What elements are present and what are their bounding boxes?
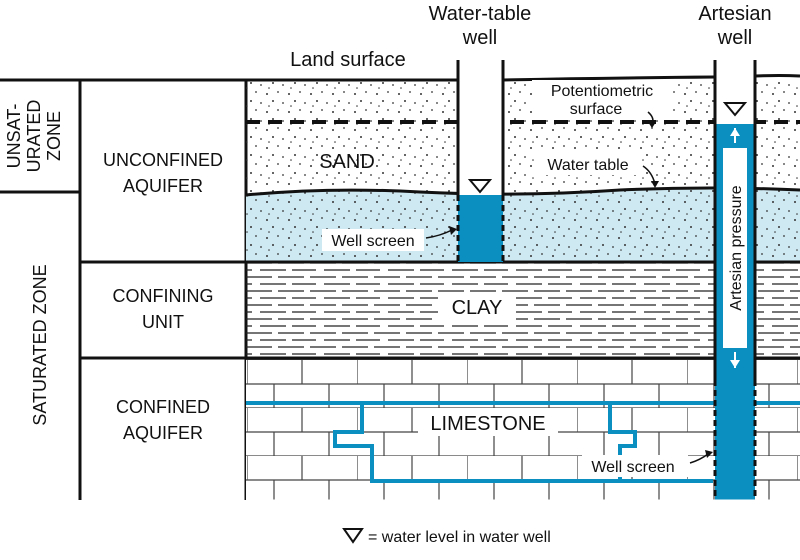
confining-label-2: UNIT: [142, 312, 184, 332]
unit-labels: UNCONFINED AQUIFER CONFINING UNIT CONFIN…: [103, 150, 223, 443]
water-table-well: [456, 60, 505, 262]
water-table-well-title-line2: well: [462, 27, 497, 49]
confining-label-1: CONFINING: [113, 286, 214, 306]
clay-layer: [246, 262, 800, 358]
unsaturated-zone-label: UNSAT- URATED ZONE: [4, 100, 64, 173]
confined-label-1: CONFINED: [116, 397, 210, 417]
legend-text: = water level in water well: [368, 529, 551, 546]
confined-label-2: AQUIFER: [123, 423, 203, 443]
land-surface-line: [0, 74, 800, 82]
water-table-line: [245, 186, 800, 197]
solution-channels: [246, 401, 800, 483]
limestone-label: LIMESTONE: [430, 413, 545, 435]
artesian-well: [713, 60, 757, 500]
potentiometric-label-1: Potentiometric: [551, 83, 653, 100]
water-table-well-title-line1: Water-table: [429, 3, 532, 25]
saturated-zone-label: SATURATED ZONE: [30, 264, 50, 425]
land-surface-label: Land surface: [290, 49, 406, 71]
water-table-label: Water table: [547, 157, 628, 174]
artesian-well-title-line1: Artesian: [698, 3, 771, 25]
unconfined-label-2: AQUIFER: [123, 176, 203, 196]
water-level-symbol-icon: [342, 528, 364, 544]
artesian-pressure-label: Artesian pressure: [728, 185, 745, 310]
water-level-marker: [467, 179, 493, 194]
artesian-well-title-line2: well: [717, 27, 752, 49]
water-level-marker: [722, 102, 748, 117]
well-screen-upper-label: Well screen: [331, 233, 414, 250]
svg-text:URATED: URATED: [24, 100, 44, 173]
well-screen-lower-label: Well screen: [591, 459, 674, 476]
well-headers: Water-table well Artesian well Land surf…: [290, 3, 772, 71]
svg-text:UNSAT-: UNSAT-: [4, 104, 24, 169]
legend: = water level in water well: [342, 528, 551, 546]
unconfined-label-1: UNCONFINED: [103, 150, 223, 170]
potentiometric-label-2: surface: [570, 101, 623, 118]
sand-label: SAND: [319, 151, 375, 173]
sand-layer: [246, 80, 800, 195]
annotations: Potentiometric surface Water table Well …: [322, 80, 747, 477]
clay-label: CLAY: [452, 297, 503, 319]
svg-text:ZONE: ZONE: [44, 111, 64, 161]
